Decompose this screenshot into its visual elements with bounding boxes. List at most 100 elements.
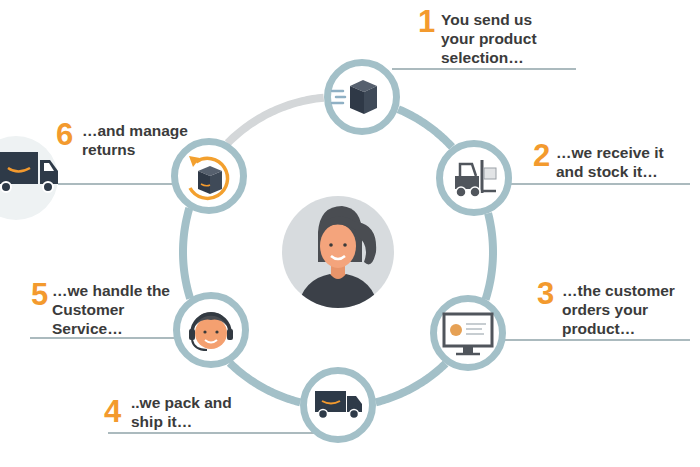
- speed-line: [332, 90, 343, 93]
- box-left: [350, 86, 364, 114]
- truck-window: [44, 163, 54, 171]
- truck-backdrop: [0, 136, 58, 220]
- leader-line: [505, 183, 690, 184]
- callout-number: 4: [104, 396, 121, 427]
- box-right: [210, 171, 222, 194]
- box-top: [350, 80, 377, 92]
- return-arrow: [190, 158, 228, 198]
- circle-outline: [173, 292, 249, 368]
- product-line: [466, 323, 486, 325]
- forklift-box: [484, 168, 496, 179]
- circle-outline: [324, 59, 400, 135]
- product-line: [466, 328, 482, 330]
- step-circle: 5…we handle the Customer Service…: [173, 292, 249, 368]
- circle-ring: [175, 142, 244, 211]
- woman-fringe: [320, 216, 356, 232]
- leader-line: [392, 68, 576, 69]
- callout-number: 5: [31, 279, 48, 310]
- step-circle: 3…the customer orders your product…: [430, 295, 506, 371]
- return-arrowhead: [189, 156, 200, 167]
- smile-logo: [201, 184, 210, 186]
- monitor-base: [456, 353, 480, 356]
- circle-ring: [177, 296, 246, 365]
- woman-figure: [296, 206, 380, 320]
- box-left: [198, 171, 210, 194]
- callout-number: 2: [533, 140, 550, 171]
- leader-line: [58, 183, 178, 184]
- step-text: …and manage returns: [82, 121, 194, 159]
- truck-wheel: [1, 182, 11, 192]
- truck-cargo: [315, 391, 346, 412]
- truck-wheel: [319, 410, 328, 419]
- step-text: …we receive it and stock it…: [556, 143, 684, 181]
- truck-cab: [347, 396, 362, 412]
- agent-icon: [189, 312, 233, 350]
- forklift-wheel: [456, 187, 466, 197]
- truck-icon: [315, 391, 362, 419]
- product-image: [450, 324, 462, 336]
- forklift-fork: [482, 190, 496, 193]
- monitor-stand: [463, 347, 473, 353]
- callout-number: 1: [418, 6, 435, 37]
- step-text: You send us your product selection…: [441, 10, 556, 67]
- truck-wheel: [350, 410, 359, 419]
- circle-ring: [440, 144, 509, 213]
- headset-cup: [227, 329, 233, 340]
- forklift-body: [455, 176, 479, 189]
- smile-logo: [322, 401, 340, 404]
- box-right: [364, 86, 377, 114]
- box-icon: [332, 80, 377, 114]
- agent-smile: [205, 340, 217, 343]
- step-circle: 2…we receive it and stock it…: [436, 140, 512, 216]
- callout-number: 3: [537, 278, 554, 309]
- headset-band: [192, 314, 230, 333]
- woman-smile: [331, 256, 345, 259]
- forklift-icon: [455, 160, 496, 197]
- circle-ring: [434, 299, 503, 368]
- monitor-icon: [444, 314, 492, 354]
- step-text: …we handle the Customer Service…: [52, 281, 182, 338]
- circle-outline: [300, 367, 376, 443]
- woman-shirt: [296, 274, 380, 320]
- step-circle: 4..we pack and ship it…: [300, 367, 376, 443]
- circle-outline: [171, 138, 247, 214]
- return-icon: [189, 156, 228, 198]
- circle-ring: [304, 371, 373, 440]
- smile-logo: [8, 168, 30, 172]
- step-circle: 6…and manage returns: [171, 138, 247, 214]
- truck-wheel: [43, 182, 53, 192]
- ring-segment: [486, 213, 493, 299]
- headset-cup: [189, 329, 195, 340]
- truck-cab: [40, 160, 58, 184]
- agent-hair: [195, 312, 227, 326]
- forklift-wheel: [470, 187, 480, 197]
- leader-line: [108, 432, 320, 433]
- ring-segment: [398, 109, 452, 147]
- speed-line: [336, 96, 345, 99]
- step-circle: 1You send us your product selection…: [324, 59, 400, 135]
- agent-eye: [203, 330, 206, 333]
- woman-ponytail: [358, 222, 376, 264]
- ring-segment: [228, 98, 324, 144]
- step-text: …the customer orders your product…: [562, 281, 682, 338]
- woman-collar: [330, 274, 346, 279]
- agent-eye: [215, 330, 218, 333]
- forklift-mast: [481, 160, 484, 193]
- leader-line: [500, 339, 690, 340]
- speed-line: [332, 102, 343, 105]
- leader-line: [30, 337, 180, 338]
- monitor-screen: [444, 314, 492, 346]
- truck-cargo: [0, 152, 38, 184]
- callout-number: 6: [56, 119, 73, 150]
- step-text: ..we pack and ship it…: [131, 393, 243, 431]
- circle-outline: [436, 140, 512, 216]
- woman-eye: [329, 243, 333, 247]
- agent-face: [195, 317, 227, 349]
- woman-eye: [343, 243, 347, 247]
- ring-segment: [376, 364, 446, 403]
- box-top: [198, 166, 222, 176]
- circle-outline: [430, 295, 506, 371]
